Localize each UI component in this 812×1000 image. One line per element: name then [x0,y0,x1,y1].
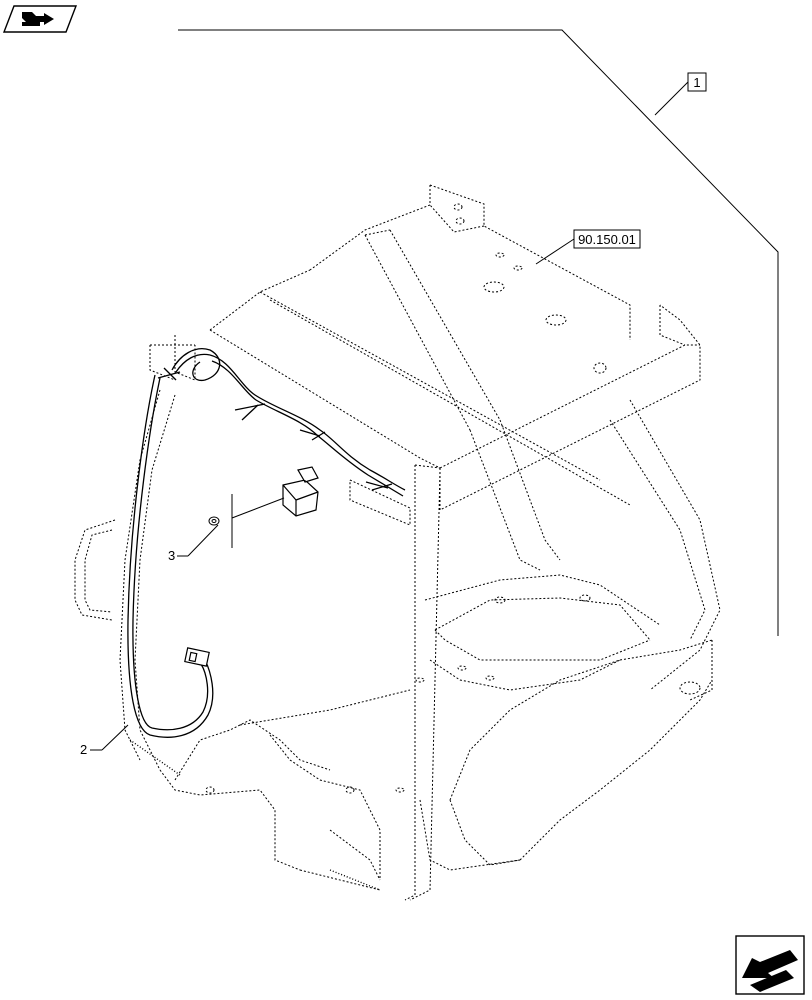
bulb-part-3[interactable] [208,516,220,526]
callout-1-box[interactable]: 1 [687,72,707,92]
floor-edge-hatch [129,739,381,891]
reference-box[interactable]: 90.150.01 [573,229,641,249]
page-back-arrow-icon[interactable] [735,935,805,995]
callout-3-label[interactable]: 3 [168,548,175,563]
book-forward-icon[interactable] [2,5,78,33]
callout-1-label: 1 [693,75,700,90]
callout-1-leader [178,29,779,636]
lamp-part-3[interactable] [282,466,319,517]
callout-2-label[interactable]: 2 [80,742,87,757]
frame-holes [205,203,701,794]
wire-harness[interactable] [127,348,406,738]
reference-box-label: 90.150.01 [578,232,636,247]
cab-frame [74,184,721,901]
callout-3-leader [177,494,285,557]
reference-leader [535,238,575,265]
callout-2-leader [90,724,129,751]
connector-part-2[interactable] [184,647,210,667]
